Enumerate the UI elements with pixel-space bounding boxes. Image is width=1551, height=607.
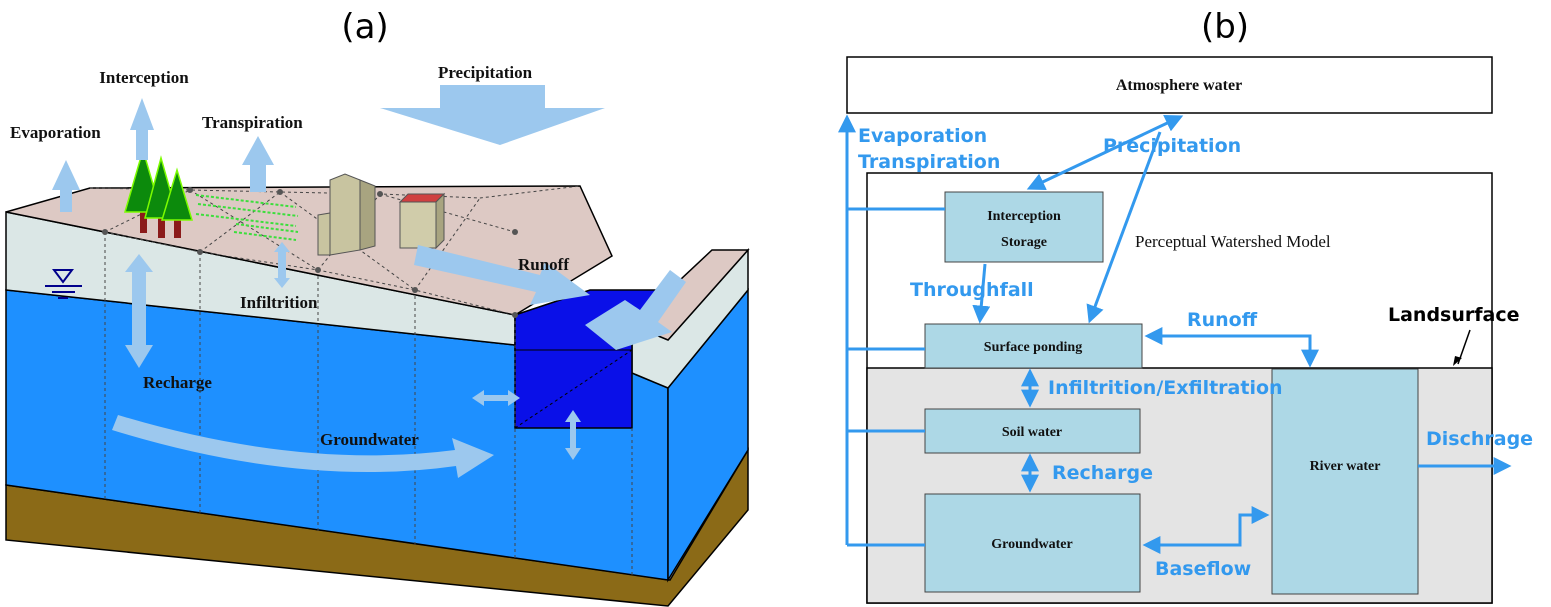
flux-arrows — [838, 114, 1512, 554]
groundwater-box — [924, 493, 1141, 593]
atmosphere-label: Atmosphere water — [1116, 77, 1242, 94]
discharge-label: Dischrage — [1426, 428, 1533, 450]
evaporation-b-label: Evaporation — [858, 125, 987, 147]
landsurface-label: Landsurface — [1388, 304, 1520, 326]
runoff-b-label: Runoff — [1187, 309, 1258, 331]
throughfall-label: Throughfall — [910, 279, 1034, 301]
panel-b: (b) Atmosphere water Perceptual Watershe… — [838, 7, 1533, 604]
precipitation-b-label: Precipitation — [1103, 135, 1241, 157]
interception-label: Interception — [99, 68, 189, 87]
river-water-label: River water — [1310, 459, 1381, 474]
surface-ponding-label: Surface ponding — [984, 340, 1082, 355]
groundwater-label: Groundwater — [320, 430, 419, 449]
crops-icon — [195, 194, 299, 241]
recharge-b-label: Recharge — [1052, 462, 1153, 484]
runoff-label: Runoff — [518, 255, 569, 274]
trees-icon — [124, 147, 194, 238]
surface-ponding-box — [924, 323, 1143, 369]
interception-box-line1: Interception — [987, 209, 1061, 224]
recharge-label: Recharge — [143, 373, 212, 392]
interception-box-line2: Storage — [1001, 235, 1047, 250]
bedrock-layer — [5, 447, 749, 607]
perceptual-model-label: Perceptual Watershed Model — [1135, 232, 1331, 251]
interception-storage-box — [944, 191, 1104, 263]
transpiration-label: Transpiration — [202, 113, 303, 132]
infiltration-label: Infiltrition — [240, 293, 318, 312]
infiltration-exfiltration-label: Infiltrition/Exfiltration — [1048, 377, 1283, 399]
soil-water-label: Soil water — [1002, 425, 1062, 440]
process-arrows — [52, 85, 686, 478]
river-water-box — [1271, 368, 1419, 595]
panel-a-label: (a) — [341, 7, 388, 47]
precipitation-label: Precipitation — [438, 63, 533, 82]
transpiration-b-label: Transpiration — [858, 151, 1000, 173]
atmosphere-box — [846, 56, 1493, 114]
panel-b-label: (b) — [1201, 7, 1249, 47]
soil-water-box — [924, 408, 1141, 454]
water-table-icon — [45, 269, 82, 299]
buildings-icon — [317, 173, 446, 256]
baseflow-label: Baseflow — [1155, 558, 1251, 580]
panel-a: (a) — [5, 7, 750, 607]
groundwater-box-label: Groundwater — [991, 537, 1072, 552]
evaporation-label: Evaporation — [10, 123, 101, 142]
